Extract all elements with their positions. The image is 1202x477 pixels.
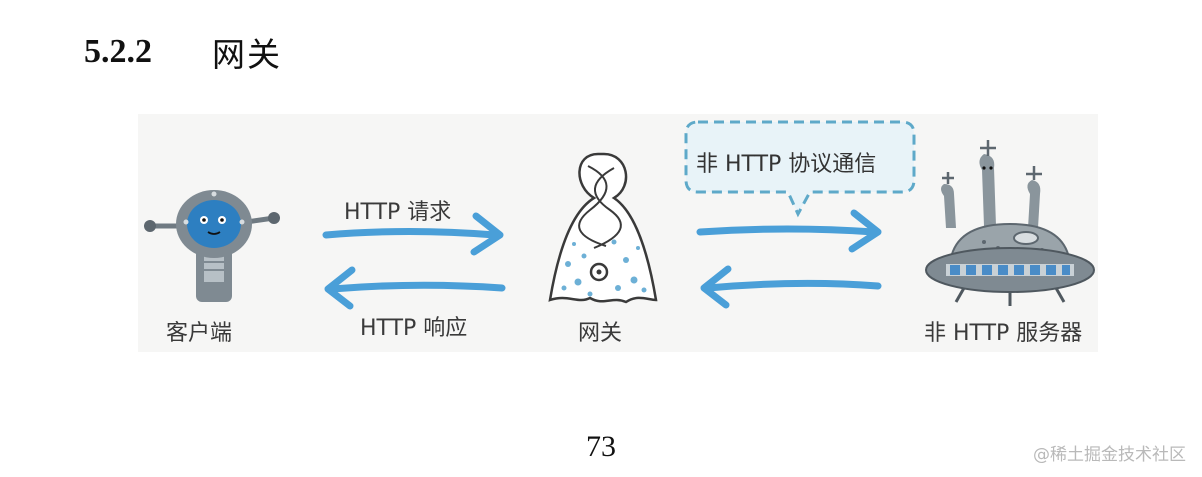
section-heading: 5.2.2 网关 (84, 24, 282, 80)
twisted-ghost-icon (548, 152, 658, 304)
request-arrow (322, 212, 504, 256)
protocol-bubble (684, 120, 916, 218)
server-label: 非 HTTP 服务器 (924, 321, 1083, 346)
response-label: HTTP 响应 (360, 316, 468, 341)
protocol-forward-arrow (696, 209, 882, 253)
protocol-bubble-label: 非 HTTP 协议通信 (696, 152, 877, 177)
watermark: @稀土掘金技术社区 (1033, 445, 1186, 465)
request-label: HTTP 请求 (344, 200, 452, 225)
gateway-label: 网关 (578, 321, 623, 346)
response-arrow (324, 266, 506, 310)
gateway-diagram: 客户端 HTTP 请求 HTTP 响应 网关 非 HTTP 协议通信 非 HTT… (138, 114, 1098, 352)
section-title: 网关 (212, 35, 282, 74)
diagram-canvas (144, 120, 1095, 310)
section-number: 5.2.2 (84, 33, 152, 70)
page-number: 73 (586, 430, 616, 463)
robot-icon (144, 190, 280, 302)
ufo-aliens-icon (925, 140, 1095, 306)
protocol-return-arrow (700, 265, 882, 309)
client-label: 客户端 (166, 321, 233, 346)
